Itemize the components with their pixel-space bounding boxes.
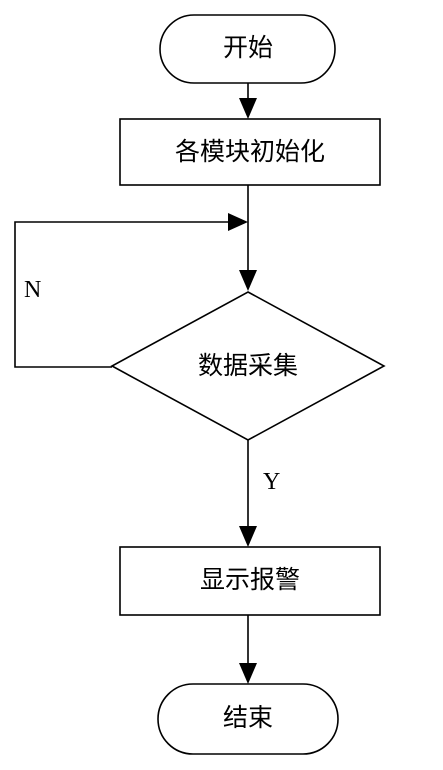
no-branch-label: N [24,277,41,303]
yes-branch-label: Y [263,469,280,495]
end-label: 结束 [223,703,273,732]
start-label: 开始 [223,33,273,62]
arrowhead [228,213,248,231]
init-node: 各模块初始化 [119,118,381,186]
alarm-label: 显示报警 [200,565,300,594]
collect-label: 数据采集 [198,351,298,380]
arrowhead [239,98,257,119]
alarm-process-box [119,546,381,616]
arrow-collect-to-alarm [239,440,257,547]
alarm-node: 显示报警 [119,546,381,616]
start-node: 开始 [159,14,336,84]
init-process-box [119,118,381,186]
init-label: 各模块初始化 [175,137,325,166]
collect-node: 数据采集 [110,291,386,441]
arrow-alarm-to-end [239,615,257,684]
arrow-collect-loop-no [14,213,248,368]
arrowhead [239,663,257,684]
arrow-init-to-collect [239,185,257,291]
end-terminal-shape [157,683,339,755]
arrow-start-to-init [239,83,257,119]
arrowhead [239,270,257,291]
end-node: 结束 [157,683,339,755]
arrowhead [239,526,257,547]
